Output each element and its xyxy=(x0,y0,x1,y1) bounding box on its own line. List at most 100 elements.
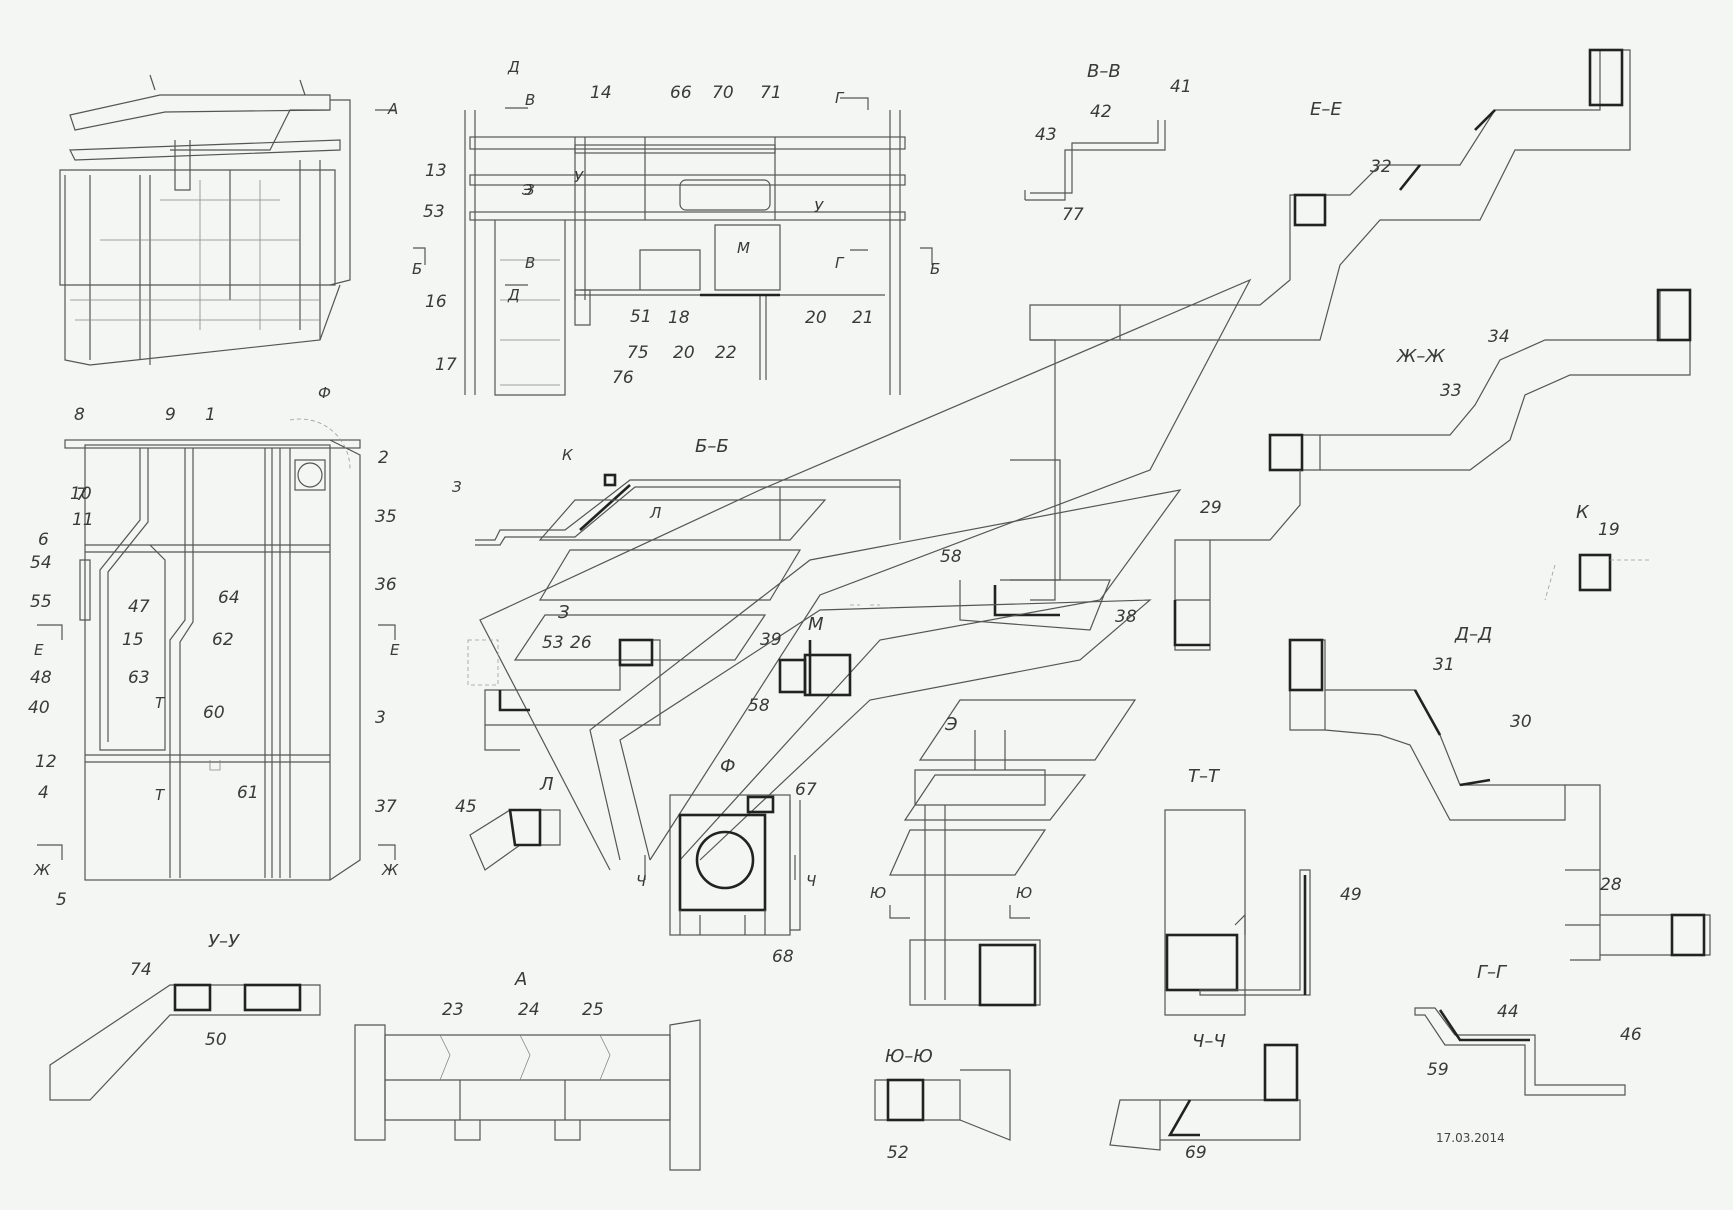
section-title: Ф xyxy=(720,756,736,777)
callout-label: 18 xyxy=(668,308,690,328)
section-u-u xyxy=(49,983,321,1101)
section-title: Д–Д xyxy=(1454,624,1492,645)
detail-l xyxy=(469,808,561,871)
section-title: М xyxy=(808,614,824,635)
callout-label: 31 xyxy=(1433,655,1455,675)
cut-mark-label: Ф xyxy=(318,384,331,402)
section-title: З xyxy=(558,602,570,623)
detail-m xyxy=(778,604,880,697)
callout-label: 49 xyxy=(1340,885,1362,905)
section-zh-zh xyxy=(1173,288,1692,651)
cut-mark-label: У xyxy=(574,168,584,186)
drawing-date: 17.03.2014 xyxy=(1436,1131,1505,1145)
callout-label: 37 xyxy=(375,797,397,817)
callout-label: 15 xyxy=(122,630,144,650)
callout-label: 3 xyxy=(375,708,386,728)
callout-labels: 1 2 3 4 5 6 7 8 9 10 11 12 13 14 15 16 1… xyxy=(28,77,1642,1163)
callout-label: 40 xyxy=(28,698,50,718)
callout-label: 42 xyxy=(1090,102,1112,122)
section-title: Ж–Ж xyxy=(1396,346,1445,367)
callout-label: 29 xyxy=(1200,498,1222,518)
cut-mark-label: К xyxy=(562,446,574,464)
callout-label: 51 xyxy=(630,307,652,327)
callout-label: 39 xyxy=(760,630,782,650)
detail-e xyxy=(889,699,1137,1007)
section-ch-ch xyxy=(1109,1043,1301,1151)
callout-label: 25 xyxy=(582,1000,604,1020)
callout-label: 30 xyxy=(1510,712,1532,732)
callout-label: 63 xyxy=(128,668,150,688)
callout-label: 76 xyxy=(612,368,634,388)
callout-label: 11 xyxy=(72,510,94,530)
callout-label: 14 xyxy=(590,83,612,103)
cut-mark-label: Ю xyxy=(870,884,886,902)
callout-label: 48 xyxy=(30,668,52,688)
section-title: А xyxy=(514,969,527,990)
callout-label: 53 xyxy=(542,633,564,653)
cut-mark-label: Ю xyxy=(1016,884,1032,902)
callout-label: 75 xyxy=(627,343,649,363)
cut-mark-label: Г xyxy=(835,89,845,107)
section-e-e xyxy=(959,48,1631,631)
cut-mark-label: А xyxy=(387,100,398,118)
callout-label: 58 xyxy=(748,696,770,716)
section-title: Г–Г xyxy=(1477,962,1508,983)
callout-label: 68 xyxy=(772,947,794,967)
cut-mark-label: Е xyxy=(390,641,400,659)
isometric-view xyxy=(59,74,351,366)
cut-mark-label: Ж xyxy=(381,861,399,879)
section-titles: Б–Б В–В Е–Е Ж–Ж К Д–Д Т–Т Г–Г У–У Ю–Ю Ч–… xyxy=(208,61,1590,1067)
callout-label: 53 xyxy=(423,202,445,222)
callout-label: 64 xyxy=(218,588,240,608)
cut-mark-label: Ж xyxy=(33,861,51,879)
section-guide-lines xyxy=(479,278,1252,871)
callout-label: 61 xyxy=(237,783,259,803)
callout-label: 23 xyxy=(442,1000,464,1020)
detail-f xyxy=(669,794,801,936)
callout-label: 28 xyxy=(1600,875,1622,895)
front-view xyxy=(464,110,906,396)
cut-mark-label: Т xyxy=(155,786,166,804)
cut-mark-label: В xyxy=(525,254,535,272)
section-title: В–В xyxy=(1087,61,1121,82)
callout-label: 24 xyxy=(518,1000,540,1020)
callout-label: 70 xyxy=(712,83,734,103)
cut-mark-label: М xyxy=(737,239,750,257)
callout-label: 32 xyxy=(1370,157,1392,177)
callout-label: 46 xyxy=(1620,1025,1642,1045)
detail-z xyxy=(467,638,661,751)
callout-label: 22 xyxy=(715,343,737,363)
callout-label: 62 xyxy=(212,630,234,650)
callout-label: 71 xyxy=(760,83,782,103)
cut-mark-label: Ч xyxy=(806,872,816,890)
cut-mark-label: Л xyxy=(649,504,661,522)
callout-label: 21 xyxy=(852,308,874,328)
callout-label: 2 xyxy=(378,448,389,468)
callout-label: 7 xyxy=(76,485,87,505)
callout-label: 1 xyxy=(205,405,216,425)
section-title: Э xyxy=(944,714,958,735)
section-g-g xyxy=(1414,1007,1626,1096)
section-yu-yu xyxy=(874,1069,1011,1141)
cut-mark-label: З xyxy=(525,181,535,199)
callout-label: 77 xyxy=(1062,205,1084,225)
cut-marks: А Б Б В В Г Г Д Д У У Е Е Ж Ж Т Т Ч Ч Ю … xyxy=(33,58,1032,919)
callout-label: 55 xyxy=(30,592,52,612)
callout-label: 17 xyxy=(435,355,457,375)
callout-label: 45 xyxy=(455,797,477,817)
callout-label: 47 xyxy=(128,597,150,617)
callout-label: 20 xyxy=(673,343,695,363)
section-v-v xyxy=(1024,120,1166,201)
section-b-b xyxy=(475,473,901,661)
cut-mark-label: З xyxy=(452,478,462,496)
callout-label: 52 xyxy=(887,1143,909,1163)
detail-k1 xyxy=(1544,553,1650,601)
cut-mark-label: Е xyxy=(34,641,44,659)
callout-label: 59 xyxy=(1427,1060,1449,1080)
section-t-t xyxy=(1164,809,1311,1016)
cut-mark-label: Д xyxy=(507,58,520,76)
section-title: Л xyxy=(539,774,554,795)
callout-label: 34 xyxy=(1488,327,1510,347)
callout-label: 43 xyxy=(1035,125,1057,145)
